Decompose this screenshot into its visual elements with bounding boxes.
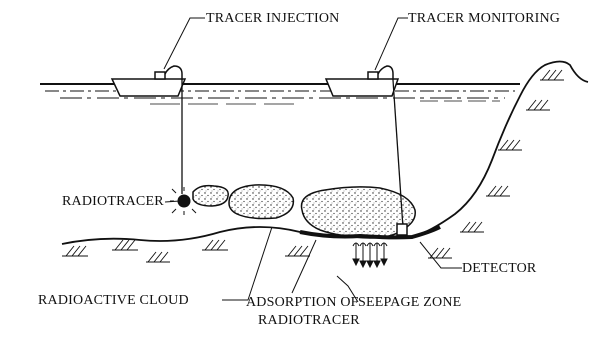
label-tracer-injection: TRACER INJECTION [206, 11, 339, 26]
monitoring-boat [326, 66, 398, 96]
radiotracer-source [170, 187, 196, 215]
label-seepage-zone: SEEPAGE ZONE [358, 295, 461, 310]
leader-lines [164, 18, 462, 302]
injection-boat [112, 66, 185, 96]
water-surface [40, 84, 520, 104]
label-radioactive-cloud: RADIOACTIVE CLOUD [38, 293, 189, 308]
label-adsorption-line2: RADIOTRACER [258, 313, 360, 328]
label-detector: DETECTOR [462, 261, 536, 276]
label-tracer-monitoring: TRACER MONITORING [408, 11, 560, 26]
seepage-zone [353, 243, 387, 267]
label-adsorption-line1: ADSORPTION OF [246, 295, 359, 310]
label-radiotracer: RADIOTRACER [62, 194, 164, 209]
detector [397, 224, 407, 235]
